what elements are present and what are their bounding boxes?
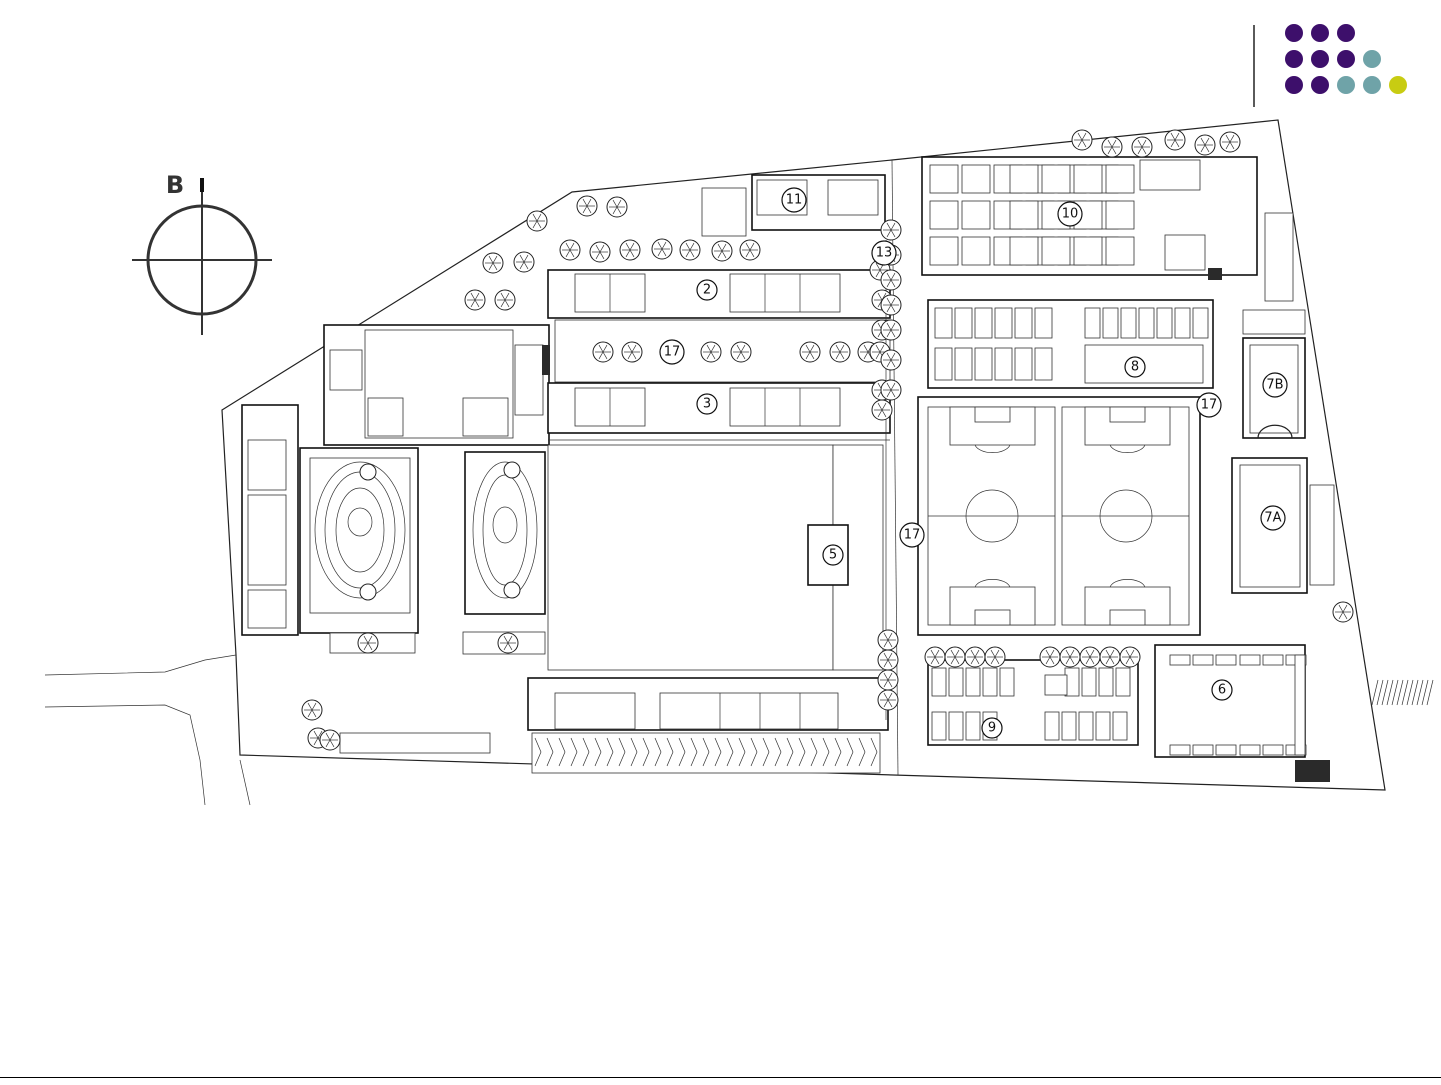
area-label-text: 10 [1062,207,1079,222]
area-label-6: 6 [1212,680,1232,700]
building-8 [928,300,1213,388]
brand-dot [1285,24,1303,42]
compass-label: B [166,171,184,199]
area-label-text: 5 [829,548,837,563]
area-label-text: 6 [1218,683,1226,698]
area-label-7B: 7B [1263,373,1287,397]
area-label-text: 17 [1201,398,1218,413]
brand-dot [1363,76,1381,94]
area-label-3: 3 [697,394,717,414]
brand-dot [1285,76,1303,94]
area-label-2: 2 [697,280,717,300]
area-label-text: 8 [1131,360,1139,375]
area-label-text: 2 [703,283,711,298]
area-label-17b: 17 [900,523,924,547]
bottom-classroom-block [340,678,888,773]
right-court [463,452,545,654]
area-label-17a: 17 [660,340,684,364]
brand-dot [1311,24,1329,42]
area-label-17c: 17 [1197,393,1221,417]
area-label-text: 7B [1266,378,1283,393]
building-9 [928,660,1138,745]
area-label-text: 17 [904,528,921,543]
football-fields [918,397,1200,635]
brand-dot [1337,50,1355,68]
classroom-block-3 [548,383,890,440]
brand-dot [1389,76,1407,94]
area-label-text: 3 [703,397,711,412]
brand-dot [1337,24,1355,42]
area-label-10: 10 [1058,202,1082,226]
left-service-building [242,405,298,635]
area-label-5: 5 [823,545,843,565]
slide-bottom-rule [0,1077,1441,1078]
classroom-block-2 [548,270,890,318]
area-label-13: 13 [872,241,896,265]
area-label-9: 9 [982,718,1002,738]
brand-dot [1363,50,1381,68]
area-label-7A: 7A [1261,506,1285,530]
area-label-text: 9 [988,721,996,736]
area-label-text: 7A [1264,511,1281,526]
area-label-11: 11 [782,188,806,212]
brand-dot [1337,76,1355,94]
access-road [45,655,250,805]
brand-dot [1311,50,1329,68]
compass-north-arrow: B [132,171,272,335]
brand-dot [1285,50,1303,68]
east-edge-hatch [1372,680,1433,705]
area-label-text: 11 [786,193,803,208]
brand-dot-logo [1275,24,1415,120]
building-6 [1155,645,1330,782]
left-court [300,448,418,653]
area-label-text: 17 [664,345,681,360]
area-label-8: 8 [1125,357,1145,377]
brand-dot [1311,76,1329,94]
building-10 [922,157,1293,301]
central-hall-building [324,325,550,445]
area-label-text: 13 [876,246,893,261]
